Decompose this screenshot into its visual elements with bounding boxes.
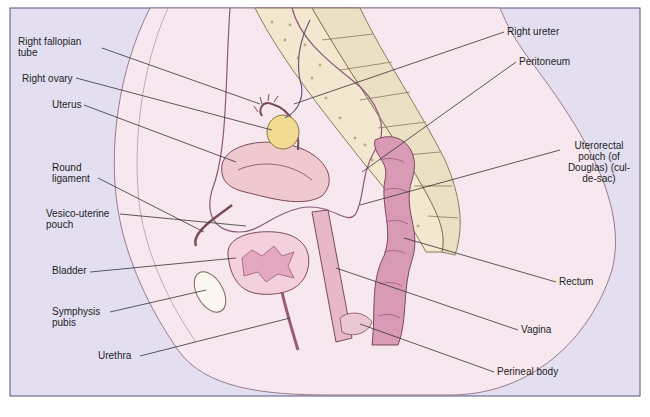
part-label: Uterus: [52, 99, 112, 110]
part-label: Right ureter: [507, 26, 577, 37]
leader-lines: [76, 32, 560, 372]
round-ligament: [195, 205, 232, 246]
fallopian-tube: [260, 103, 298, 150]
perineal-body: [340, 313, 372, 335]
part-label: Rectum: [559, 276, 619, 287]
body-outline: [114, 8, 615, 395]
bladder: [228, 232, 309, 295]
symphysis-pubis: [188, 266, 233, 317]
part-label: Uterorectal pouch (of Douglas) (cul-de-s…: [563, 140, 635, 184]
part-label: Urethra: [98, 350, 158, 361]
uterine-cavity: [238, 164, 312, 180]
part-label: Vagina: [521, 324, 581, 335]
part-label: Peritoneum: [519, 56, 589, 67]
part-label: Symphysis pubis: [52, 306, 110, 328]
ovary: [267, 115, 299, 149]
part-label: Right fallopian tube: [18, 36, 102, 58]
rectum: [372, 137, 415, 345]
uterus: [222, 142, 330, 201]
urethra: [282, 292, 298, 350]
frame: [10, 8, 640, 396]
part-label: Perineal body: [497, 366, 577, 377]
part-label: Vesico-uterine pouch: [46, 208, 118, 230]
rectal-folds: [378, 158, 408, 318]
bladder-lumen: [242, 246, 294, 282]
part-label: Bladder: [52, 265, 112, 276]
ureter: [285, 20, 310, 118]
part-label: Right ovary: [22, 73, 92, 84]
part-label: Round ligament: [52, 162, 100, 184]
abdominal-wall: [137, 8, 196, 342]
